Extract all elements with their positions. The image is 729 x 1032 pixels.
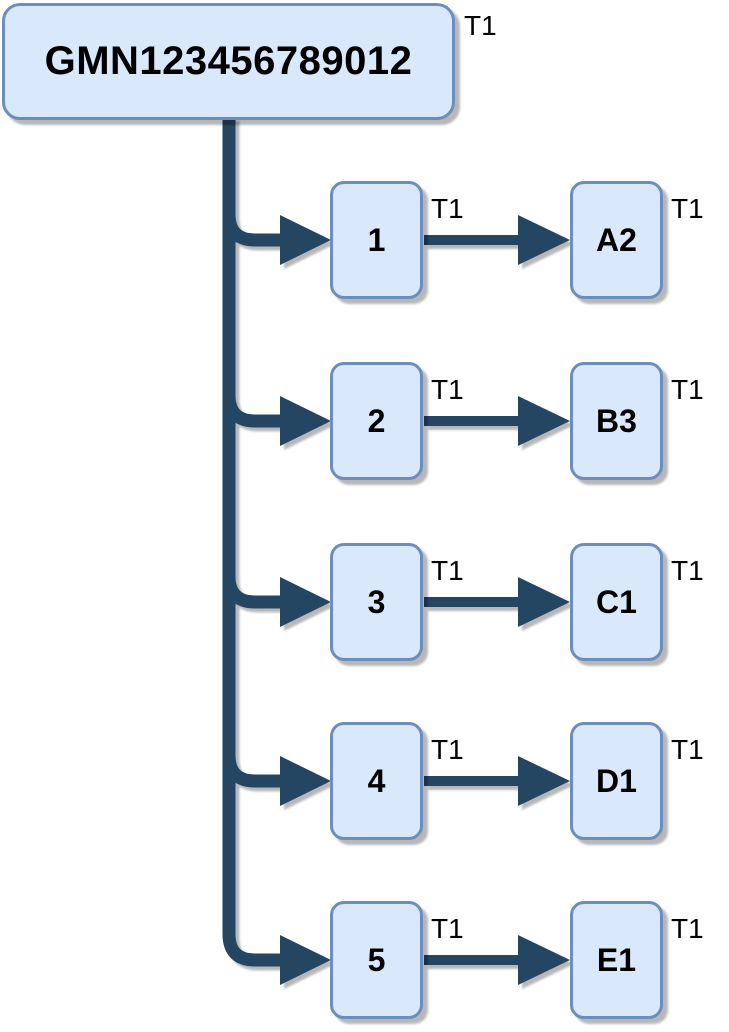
edge-arrowhead-icon bbox=[518, 935, 570, 985]
branch-connector bbox=[222, 371, 281, 428]
branch-arrowhead-icon bbox=[280, 756, 331, 806]
edge-label: T1 bbox=[431, 734, 464, 765]
edge-label: T1 bbox=[671, 374, 704, 405]
diagram-row: 5 T1 E1 T1 bbox=[0, 901, 729, 1019]
edge-label: T1 bbox=[431, 374, 464, 405]
branch-arrowhead-icon bbox=[280, 215, 331, 265]
edge-label: T1 bbox=[671, 193, 704, 224]
branch-connector bbox=[222, 731, 281, 788]
edge-label-root: T1 bbox=[464, 10, 497, 41]
node-target-b3[interactable]: B3 bbox=[570, 362, 663, 480]
branch-arrowhead-icon bbox=[280, 396, 331, 446]
edge-label: T1 bbox=[671, 555, 704, 586]
node-target-e1[interactable]: E1 bbox=[570, 901, 663, 1019]
branch-arrowhead-icon bbox=[280, 935, 331, 985]
diagram-row: 1 T1 A2 T1 bbox=[0, 181, 729, 299]
branch-connector bbox=[222, 552, 281, 609]
diagram-row: 4 T1 D1 T1 bbox=[0, 722, 729, 840]
node-source-1[interactable]: 1 bbox=[330, 181, 423, 299]
node-source-3[interactable]: 3 bbox=[330, 543, 423, 661]
edge-label: T1 bbox=[671, 913, 704, 944]
diagram-row: 2 T1 B3 T1 bbox=[0, 362, 729, 480]
edge-arrowhead-icon bbox=[518, 756, 570, 806]
branch-connector bbox=[222, 190, 281, 247]
trunk-connector bbox=[222, 117, 281, 967]
edge-label: T1 bbox=[431, 913, 464, 944]
edge-label: T1 bbox=[431, 555, 464, 586]
node-root[interactable]: GMN123456789012 bbox=[2, 3, 455, 120]
diagram-row: 3 T1 C1 T1 bbox=[0, 543, 729, 661]
node-source-5[interactable]: 5 bbox=[330, 901, 423, 1019]
edge-label: T1 bbox=[431, 193, 464, 224]
edge-arrowhead-icon bbox=[518, 577, 570, 627]
edge-arrowhead-icon bbox=[518, 215, 570, 265]
node-target-d1[interactable]: D1 bbox=[570, 722, 663, 840]
edge-arrowhead-icon bbox=[518, 396, 570, 446]
node-target-c1[interactable]: C1 bbox=[570, 543, 663, 661]
node-target-a2[interactable]: A2 bbox=[570, 181, 663, 299]
branch-arrowhead-icon bbox=[280, 577, 331, 627]
node-source-4[interactable]: 4 bbox=[330, 722, 423, 840]
node-source-2[interactable]: 2 bbox=[330, 362, 423, 480]
edge-label: T1 bbox=[671, 734, 704, 765]
